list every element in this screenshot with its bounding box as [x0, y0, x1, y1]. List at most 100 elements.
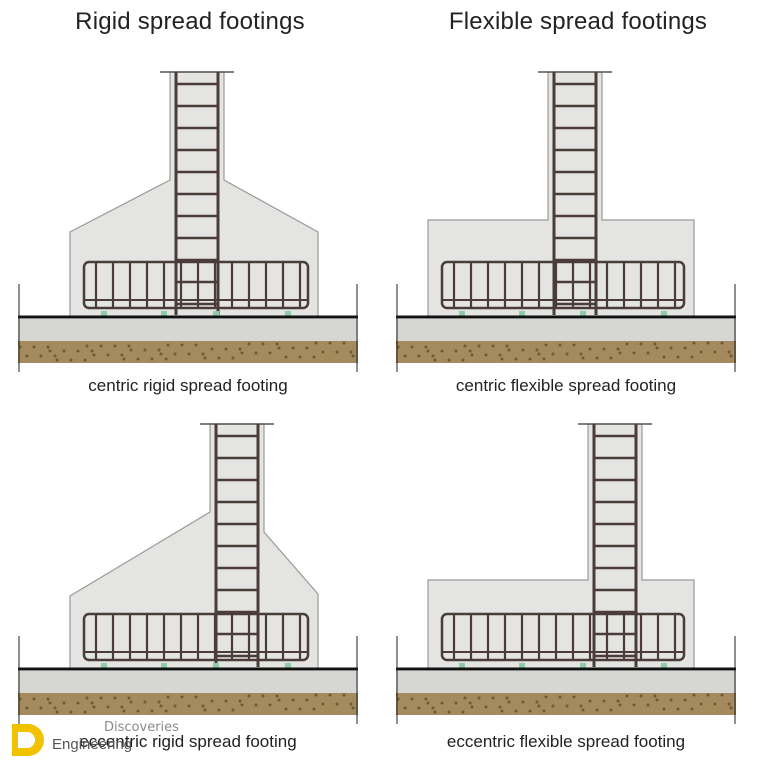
soil-texture: [349, 350, 353, 354]
soil-texture: [433, 710, 437, 714]
soil-texture: [85, 344, 89, 348]
soil-texture: [692, 341, 696, 345]
spacer-block: [285, 663, 291, 669]
soil-texture: [646, 703, 650, 707]
soil-texture: [477, 696, 481, 700]
spacer-block: [161, 663, 167, 669]
soil-texture: [150, 709, 154, 713]
soil-texture: [625, 694, 629, 698]
soil-texture: [261, 342, 265, 346]
soil-texture: [76, 701, 80, 705]
soil-texture: [76, 349, 80, 353]
soil-texture: [99, 696, 103, 700]
soil-texture: [48, 701, 52, 705]
soil-texture: [150, 357, 154, 361]
soil-texture: [173, 704, 177, 708]
footing-rebar-cage: [82, 612, 310, 662]
spacer-block: [519, 663, 525, 669]
soil-texture: [498, 705, 502, 709]
soil-texture: [424, 697, 428, 701]
panel-eccentric-flexible: eccentric flexible spread footing: [396, 414, 736, 751]
soil-texture: [127, 344, 131, 348]
soil-texture: [159, 704, 163, 708]
soil-texture: [136, 709, 140, 713]
gravel-layer: [396, 319, 736, 341]
soil-texture: [254, 703, 258, 707]
soil-texture: [275, 342, 279, 346]
soil-texture: [210, 699, 214, 703]
soil-texture: [720, 341, 724, 345]
soil-texture: [572, 695, 576, 699]
panel-centric-flexible: centric flexible spread footing: [396, 62, 736, 395]
watermark-line2: Engineering: [52, 736, 133, 753]
soil-texture: [203, 356, 207, 360]
soil-texture: [551, 704, 555, 708]
soil-texture: [618, 351, 622, 355]
soil-layer: [18, 341, 358, 363]
soil-texture: [491, 344, 495, 348]
concrete-body: [427, 423, 695, 670]
soil-texture: [113, 344, 117, 348]
soil-texture: [349, 702, 353, 706]
soil-texture: [595, 708, 599, 712]
soil-texture: [129, 348, 133, 352]
soil-texture: [653, 342, 657, 346]
soil-texture: [470, 353, 474, 357]
spacer-block: [213, 663, 219, 669]
soil-texture: [632, 351, 636, 355]
spacer-block: [519, 311, 525, 317]
soil-texture: [484, 353, 488, 357]
soil-texture: [655, 346, 659, 350]
soil-texture: [247, 342, 251, 346]
spacer-block: [213, 311, 219, 317]
soil-texture: [468, 349, 472, 353]
soil-texture: [551, 352, 555, 356]
spacer-block: [101, 311, 107, 317]
soil-texture: [83, 358, 87, 362]
watermark-line1: Discoveries: [104, 720, 179, 735]
soil-texture: [90, 701, 94, 705]
soil-texture: [565, 704, 569, 708]
soil-texture: [692, 693, 696, 697]
soil-texture: [417, 354, 421, 358]
soil-texture: [572, 343, 576, 347]
soil-texture: [314, 693, 318, 697]
soil-texture: [351, 354, 355, 358]
gravel-layer: [18, 671, 358, 693]
soil-texture: [713, 350, 717, 354]
soil-texture: [46, 697, 50, 701]
soil-texture: [535, 700, 539, 704]
soil-texture: [505, 344, 509, 348]
soil-texture: [194, 343, 198, 347]
soil-texture: [683, 346, 687, 350]
soil-texture: [484, 705, 488, 709]
footing-rebar-cage: [440, 612, 686, 662]
soil-texture: [46, 345, 50, 349]
footing-rebar-cage: [82, 260, 310, 310]
soil-texture: [463, 344, 467, 348]
soil-texture: [298, 707, 302, 711]
soil-texture: [180, 343, 184, 347]
soil-texture: [187, 704, 191, 708]
soil-texture: [164, 709, 168, 713]
soil-texture: [180, 695, 184, 699]
soil-texture: [201, 352, 205, 356]
spacer-block: [459, 663, 465, 669]
soil-texture: [268, 703, 272, 707]
soil-texture: [470, 705, 474, 709]
soil-texture: [328, 341, 332, 345]
soil-texture: [544, 343, 548, 347]
soil-texture: [312, 707, 316, 711]
soil-texture: [507, 348, 511, 352]
soil-texture: [32, 345, 36, 349]
gravel-layer: [18, 319, 358, 341]
spacer-block: [459, 311, 465, 317]
soil-texture: [120, 353, 124, 357]
soil-texture: [166, 343, 170, 347]
soil-texture: [521, 700, 525, 704]
soil-texture: [544, 695, 548, 699]
soil-texture: [231, 356, 235, 360]
soil-texture: [106, 353, 110, 357]
soil-texture: [238, 699, 242, 703]
soil-texture: [210, 347, 214, 351]
